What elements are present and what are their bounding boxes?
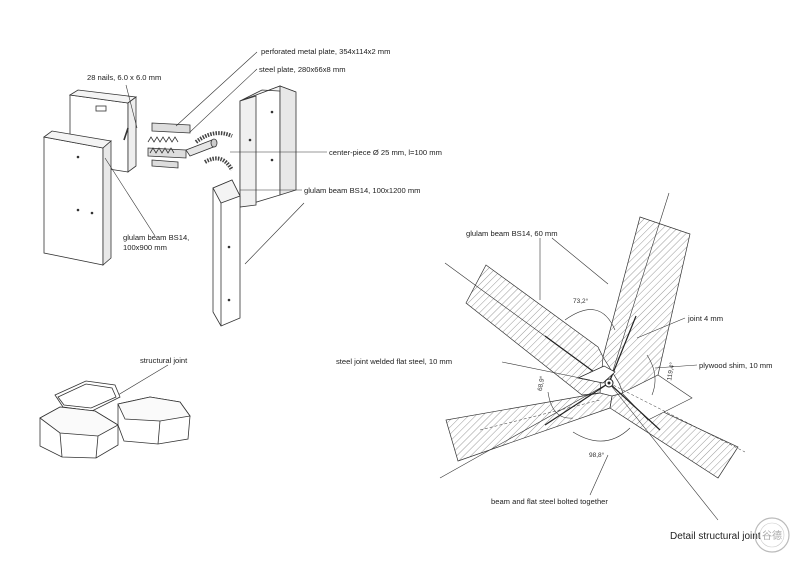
hexagon-back: [54, 380, 121, 412]
label-bolted: beam and flat steel bolted together: [491, 497, 608, 506]
label-steel-joint: steel joint welded flat steel, 10 mm: [336, 357, 453, 366]
watermark-text: 谷德: [762, 529, 782, 542]
label-glulam-900-line1: glulam beam BS14,: [123, 233, 190, 242]
beam-lower-right: [608, 374, 746, 521]
glulam-block-lower: [212, 179, 241, 327]
angle-arcs: [547, 309, 656, 442]
detail-title: Detail structural joint: [670, 531, 761, 542]
beam-upper-right: [602, 192, 691, 394]
detail-joint: [439, 192, 746, 521]
detail-leaders: [501, 237, 698, 496]
label-structural-joint: structural joint: [140, 356, 188, 365]
exploded-joint-view: [43, 51, 327, 327]
label-joint-4mm: joint 4 mm: [688, 314, 724, 323]
glulam-block-1200: [239, 85, 297, 208]
label-glulam-1200: glulam beam BS14, 100x1200 mm: [304, 186, 421, 195]
angle-label-73: 73,2°: [573, 298, 589, 305]
perforated-plate: [194, 131, 234, 172]
exploded-leaders: [104, 51, 327, 265]
flat-steel-plates: [544, 315, 661, 431]
label-glulam-900-line2: 100x900 mm: [123, 243, 167, 252]
label-perforated-plate: perforated metal plate, 354x114x2 mm: [261, 47, 391, 56]
label-center-piece: center-piece Ø 25 mm, l=100 mm: [329, 148, 442, 157]
beam-lower-left: [439, 382, 613, 479]
structural-joint-hexagons: [39, 364, 191, 459]
label-steel-plate: steel plate, 280x66x8 mm: [259, 65, 346, 74]
watermark-logo: 谷德: [754, 517, 790, 553]
label-plywood-shim: plywood shim, 10 mm: [699, 361, 773, 370]
angle-label-98: 98,8°: [589, 452, 605, 459]
hexagon-left: [39, 406, 119, 459]
label-nails: 28 nails, 6.0 x 6.0 mm: [87, 73, 162, 82]
center-piece: [185, 138, 218, 157]
label-glulam-60: glulam beam BS14, 60 mm: [466, 229, 558, 238]
hexagon-right: [117, 396, 191, 445]
steel-plates: [123, 122, 191, 169]
glulam-block-900: [43, 130, 112, 266]
